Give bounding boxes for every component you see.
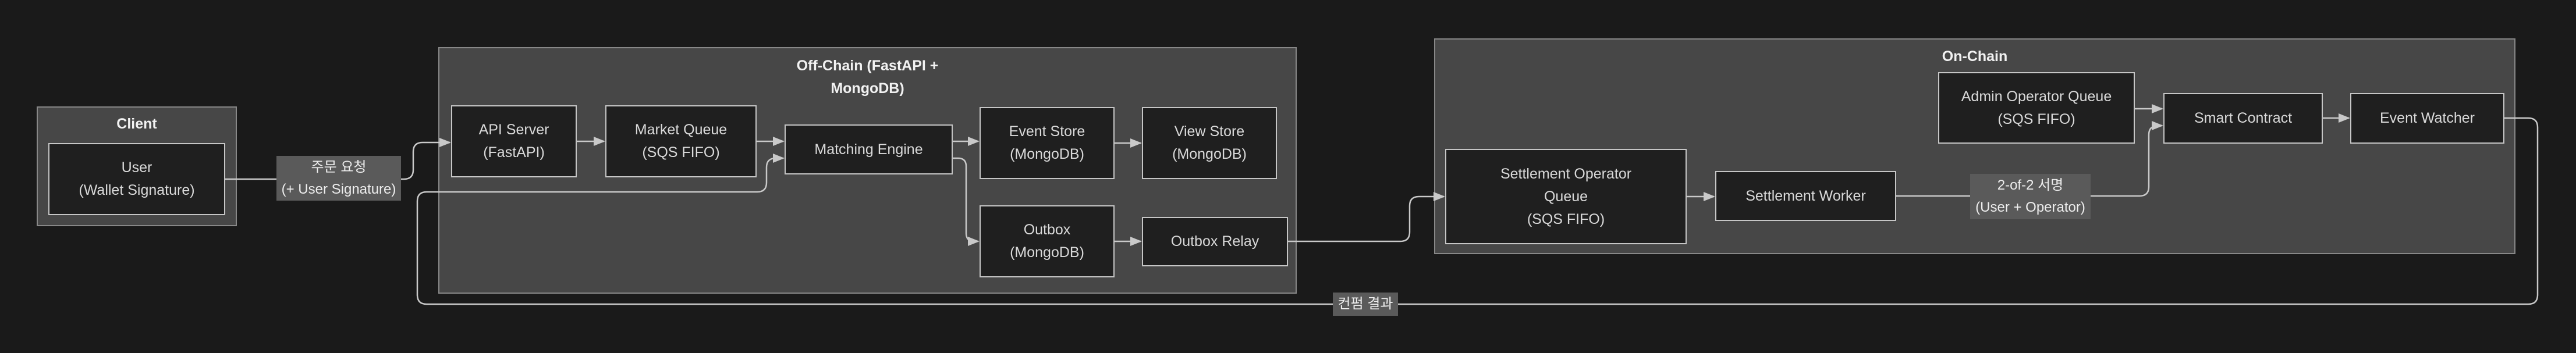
node-settlement-operator-queue-line3: (SQS FIFO)	[1527, 211, 1605, 227]
node-outbox-relay: Outbox Relay	[1142, 217, 1288, 266]
node-api-server-line2: (FastAPI)	[483, 144, 545, 161]
node-settlement-worker-line1: Settlement Worker	[1745, 187, 1866, 204]
edge-label-order-request-line1: 주문 요청	[311, 159, 367, 175]
node-event-watcher-line1: Event Watcher	[2379, 110, 2475, 126]
node-event-watcher: Event Watcher	[2350, 93, 2504, 144]
node-matching-engine-line1: Matching Engine	[814, 141, 923, 158]
edge-event-watcher-feedback-to-matching-engine	[416, 117, 2539, 305]
edge-label-two-of-two-signature: 2-of-2 서명 (User + Operator)	[1970, 174, 2091, 219]
node-outbox-relay-line1: Outbox Relay	[1170, 233, 1259, 249]
node-user-line2: (Wallet Signature)	[79, 182, 195, 198]
node-view-store-line2: (MongoDB)	[1172, 146, 1247, 162]
node-settlement-operator-queue-line2: Queue	[1544, 188, 1588, 205]
edge-label-order-request-line2: (+ User Signature)	[281, 181, 396, 197]
node-user: User (Wallet Signature)	[48, 143, 225, 215]
node-matching-engine: Matching Engine	[785, 124, 953, 174]
node-view-store-line1: View Store	[1174, 123, 1245, 140]
edge-label-order-request: 주문 요청 (+ User Signature)	[276, 156, 401, 201]
node-market-queue-line2: (SQS FIFO)	[642, 144, 720, 161]
node-settlement-worker: Settlement Worker	[1715, 171, 1896, 221]
edge-outbox-relay-to-settlement-queue	[1288, 192, 1445, 243]
node-market-queue: Market Queue (SQS FIFO)	[605, 105, 757, 177]
group-onchain-title: On-Chain	[1942, 48, 2008, 65]
node-admin-operator-queue-line2: (SQS FIFO)	[1997, 110, 2075, 127]
node-view-store: View Store (MongoDB)	[1142, 107, 1277, 179]
node-settlement-operator-queue: Settlement Operator Queue (SQS FIFO)	[1445, 149, 1687, 244]
edge-label-two-of-two-signature-line2: (User + Operator)	[1975, 199, 2085, 215]
node-outbox-line2: (MongoDB)	[1010, 244, 1084, 261]
node-settlement-operator-queue-line1: Settlement Operator	[1500, 165, 1632, 182]
group-client-title: Client	[116, 116, 157, 132]
edge-label-two-of-two-signature-line1: 2-of-2 서명	[1997, 177, 2064, 193]
node-event-store: Event Store (MongoDB)	[980, 107, 1115, 179]
node-outbox-line1: Outbox	[1023, 222, 1071, 238]
edge-user-to-api-server	[225, 138, 451, 180]
edge-label-confirm-result-line1: 컨펌 결과	[1337, 296, 1393, 312]
node-user-line1: User	[121, 159, 152, 176]
node-api-server: API Server (FastAPI)	[451, 105, 577, 177]
edge-label-confirm-result: 컨펌 결과	[1333, 293, 1398, 316]
node-smart-contract: Smart Contract	[2163, 93, 2323, 144]
node-admin-operator-queue-line1: Admin Operator Queue	[1961, 88, 2112, 105]
edge-settlement-worker-to-smart-contract	[1896, 121, 2163, 197]
group-offchain-title-line1: Off-Chain (FastAPI +	[796, 58, 939, 74]
node-market-queue-line1: Market Queue	[634, 122, 728, 138]
node-outbox: Outbox (MongoDB)	[980, 205, 1115, 277]
node-event-store-line1: Event Store	[1009, 123, 1085, 140]
node-event-store-line2: (MongoDB)	[1010, 146, 1084, 162]
group-offchain-title-line2: MongoDB)	[831, 80, 904, 97]
node-smart-contract-line1: Smart Contract	[2194, 110, 2293, 126]
node-admin-operator-queue: Admin Operator Queue (SQS FIFO)	[1938, 72, 2135, 144]
node-api-server-line1: API Server	[478, 122, 549, 138]
edge-matching-engine-to-outbox	[953, 157, 980, 246]
